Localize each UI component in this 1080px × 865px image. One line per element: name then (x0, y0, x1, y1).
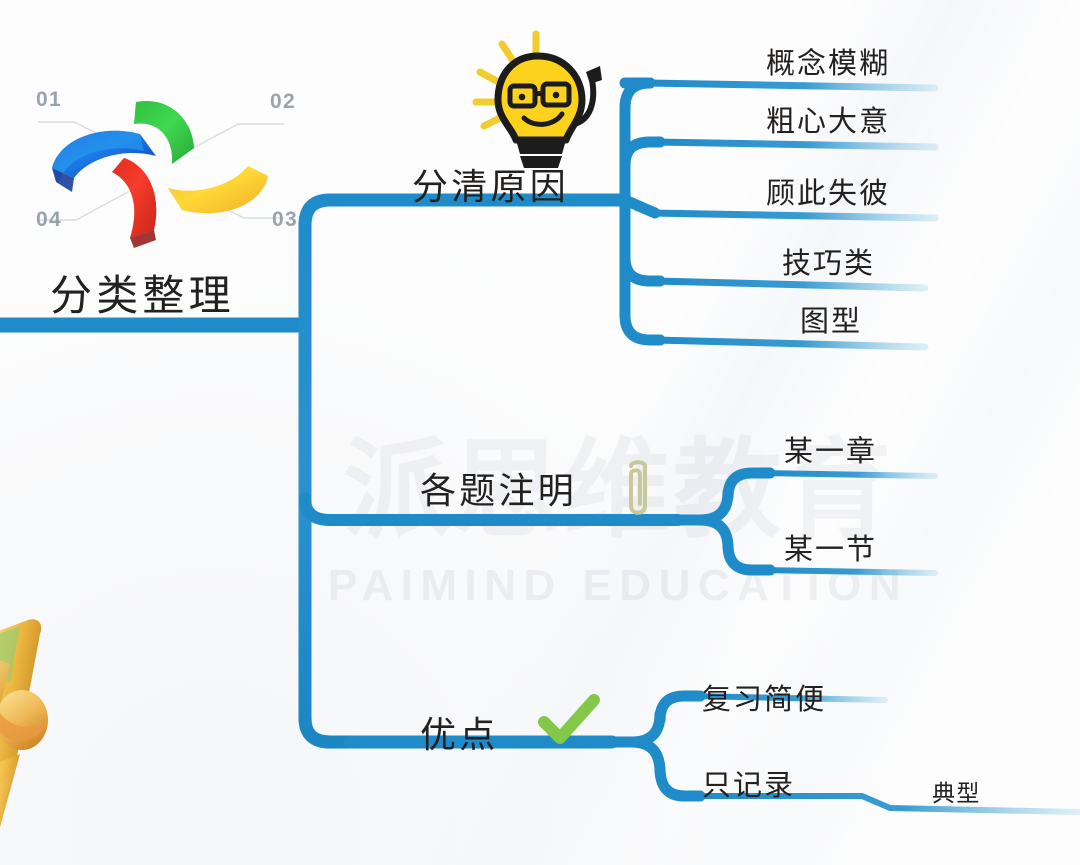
leaf-underline-section (759, 567, 938, 576)
leaf-label-lose-track[interactable]: 顾此失彼 (766, 178, 891, 210)
step-number-02: 02 (270, 90, 296, 113)
fork-annotate-upper (672, 467, 776, 526)
branch-label-annotate[interactable]: 各题注明 (420, 471, 577, 511)
leaf-label-concept-vague[interactable]: 概念模糊 (766, 48, 891, 80)
branch-line-annotate (299, 492, 684, 526)
fork-annotate-lower (672, 514, 776, 576)
leaf-underline-3 (646, 209, 939, 222)
leaf-label-diagram[interactable]: 图型 (800, 306, 863, 338)
fan-arm-5 (619, 194, 666, 346)
leaf-label-technique[interactable]: 技巧类 (782, 248, 876, 280)
step-number-04: 04 (36, 208, 62, 231)
green-check-icon (538, 694, 600, 748)
leaf-label-easy-review[interactable]: 复习简便 (702, 684, 827, 716)
fork-advantages-lower (604, 736, 706, 802)
main-trunk-line (298, 193, 363, 749)
leaf-underline-chapter (759, 470, 938, 479)
fan-arm-2 (619, 136, 666, 206)
leaf-underline-2 (651, 138, 939, 151)
branch-label-advantages[interactable]: 优点 (420, 715, 499, 755)
pinwheel-icon: 01 02 03 04 (16, 72, 306, 262)
leaf-label-chapter[interactable]: 某一章 (784, 436, 878, 468)
leaf-underline-5 (651, 336, 929, 351)
branch-label-reasons[interactable]: 分清原因 (412, 167, 569, 207)
leaf-underline-1 (644, 79, 939, 92)
lightbulb-idea-icon (462, 28, 614, 180)
step-number-01: 01 (36, 88, 62, 111)
root-node-label[interactable]: 分类整理 (50, 274, 235, 320)
leaf-label-record-only[interactable]: 只记录 (702, 770, 796, 802)
leaf-label-careless[interactable]: 粗心大意 (766, 106, 891, 138)
leaf-underline-record-to-typical (689, 793, 1080, 815)
leaf-underline-4 (651, 277, 929, 292)
leaf-label-typical[interactable]: 典型 (932, 781, 981, 806)
paperclip-icon (618, 458, 658, 520)
leaf-underline-review (689, 693, 888, 703)
step-number-03: 03 (272, 208, 298, 231)
gold-decor-object (0, 612, 116, 865)
fork-advantages-upper (604, 690, 706, 748)
leaf-label-section[interactable]: 某一节 (784, 534, 878, 566)
